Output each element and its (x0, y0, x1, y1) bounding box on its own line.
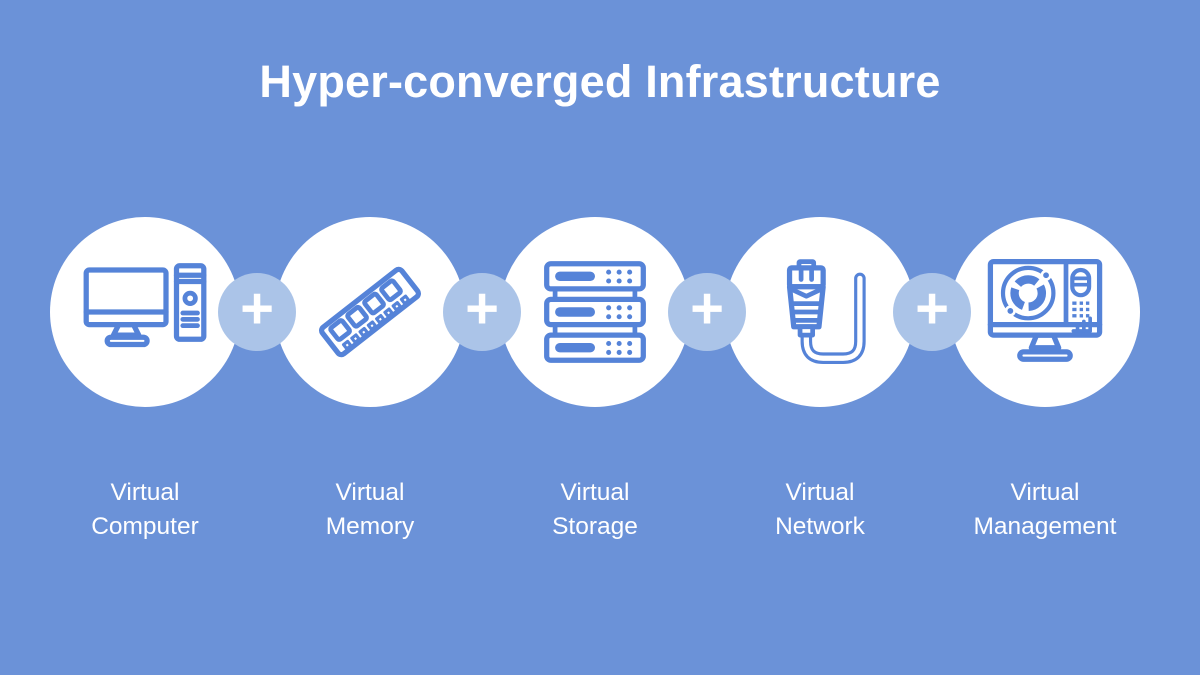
label-line: Virtual (785, 479, 855, 506)
page-title: Hyper-converged Infrastructure (259, 56, 941, 107)
label-line: Virtual (560, 479, 630, 506)
plus-sign: + (915, 276, 949, 341)
node-virtual-management (950, 217, 1140, 407)
plus-connector-1: + (218, 273, 296, 351)
plus-connector-2: + (443, 273, 521, 351)
label-line: Virtual (110, 479, 180, 506)
plus-sign: + (690, 276, 724, 341)
ethernet-cable-icon (786, 259, 866, 364)
label-line: Network (775, 513, 865, 540)
label-virtual-storage: Virtual Storage (485, 476, 705, 544)
ram-memory-icon (319, 266, 421, 358)
plus-connector-4: + (893, 273, 971, 351)
plus-connector-3: + (668, 273, 746, 351)
node-virtual-storage (500, 217, 690, 407)
label-line: Computer (91, 513, 199, 540)
plus-sign: + (240, 276, 274, 341)
label-line: Virtual (1010, 479, 1080, 506)
desktop-computer-icon (83, 263, 207, 348)
label-line: Virtual (335, 479, 405, 506)
label-virtual-computer: Virtual Computer (35, 476, 255, 544)
server-stack-icon (544, 261, 646, 363)
label-virtual-network: Virtual Network (710, 476, 930, 544)
node-virtual-network (725, 217, 915, 407)
label-virtual-memory: Virtual Memory (260, 476, 480, 544)
label-line: Memory (325, 513, 415, 540)
label-line: Management (973, 513, 1117, 540)
node-virtual-computer (50, 217, 240, 407)
node-virtual-memory (275, 217, 465, 407)
management-dashboard-icon (987, 258, 1103, 362)
plus-sign: + (465, 276, 499, 341)
label-virtual-management: Virtual Management (935, 476, 1155, 544)
label-line: Storage (552, 513, 638, 540)
